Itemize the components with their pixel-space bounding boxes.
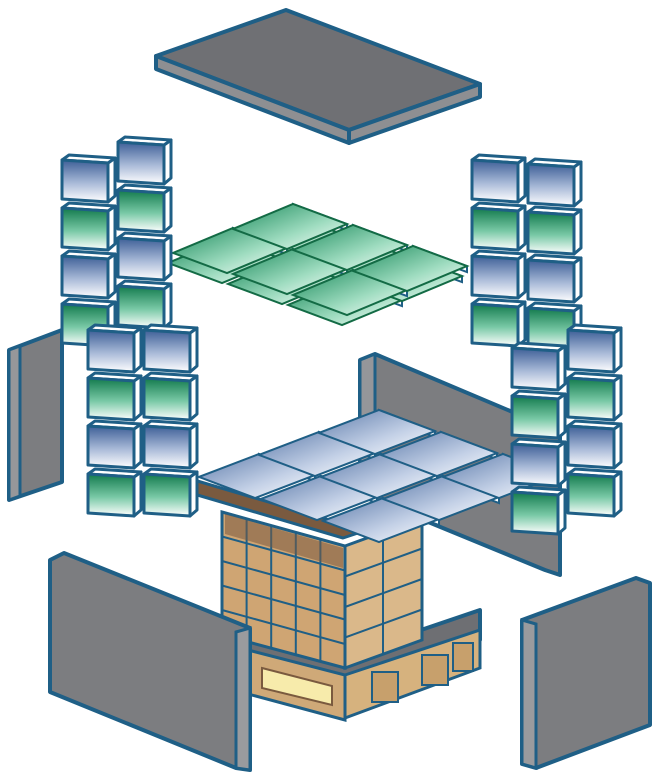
cold-pack-blue bbox=[470, 153, 527, 204]
cold-pack-green bbox=[86, 371, 143, 422]
cold-pack-green bbox=[510, 389, 567, 440]
cold-pack-green bbox=[470, 201, 527, 252]
cold-pack-blue bbox=[510, 437, 567, 488]
cold-pack-blue bbox=[566, 323, 623, 374]
cold-pack-blue bbox=[470, 249, 527, 300]
front-right-wall bbox=[520, 576, 652, 770]
cold-pack-green bbox=[510, 485, 567, 536]
flat-cold-pack-blue bbox=[316, 408, 438, 456]
cold-pack-blue bbox=[566, 419, 623, 470]
cold-pack-blue bbox=[116, 135, 173, 186]
cold-pack-green bbox=[142, 467, 199, 518]
lid bbox=[154, 8, 482, 145]
cold-pack-blue bbox=[86, 419, 143, 470]
cold-pack-blue bbox=[86, 323, 143, 374]
cold-pack-green bbox=[86, 467, 143, 518]
left-wall bbox=[7, 328, 64, 502]
flat-cold-pack-green bbox=[230, 202, 350, 251]
cold-pack-blue bbox=[60, 153, 117, 204]
flat-cold-pack-blue bbox=[378, 430, 500, 478]
cold-pack-blue bbox=[526, 253, 583, 304]
cold-pack-green bbox=[526, 205, 583, 256]
cold-pack-blue bbox=[142, 419, 199, 470]
box-divider bbox=[221, 535, 346, 572]
cold-pack-green bbox=[566, 371, 623, 422]
box-divider bbox=[221, 560, 346, 596]
cold-pack-green bbox=[60, 201, 117, 252]
front-left-wall bbox=[48, 551, 252, 772]
cold-pack-stack-top-right bbox=[470, 153, 583, 352]
box-divider bbox=[221, 584, 346, 621]
cold-pack-green bbox=[116, 183, 173, 234]
cold-pack-green bbox=[116, 279, 173, 330]
cold-pack-green bbox=[470, 297, 527, 348]
flat-cold-pack-green bbox=[290, 223, 410, 272]
cold-pack-green bbox=[566, 467, 623, 518]
cold-pack-stack-middle-right bbox=[510, 323, 623, 536]
cold-pack-stack-middle-left bbox=[86, 323, 199, 518]
flat-cold-pack-green bbox=[350, 244, 470, 293]
boxed-load bbox=[220, 510, 424, 671]
cold-pack-blue bbox=[510, 341, 567, 392]
box-shadow-band bbox=[225, 514, 343, 568]
box-divider bbox=[221, 609, 346, 645]
cold-pack-stack-top-left bbox=[60, 135, 173, 348]
cold-pack-sheet-top bbox=[165, 202, 470, 327]
cold-pack-green bbox=[142, 371, 199, 422]
cold-pack-blue bbox=[142, 323, 199, 374]
cold-pack-blue bbox=[526, 157, 583, 208]
cold-pack-blue bbox=[60, 249, 117, 300]
cold-pack-blue bbox=[116, 231, 173, 282]
